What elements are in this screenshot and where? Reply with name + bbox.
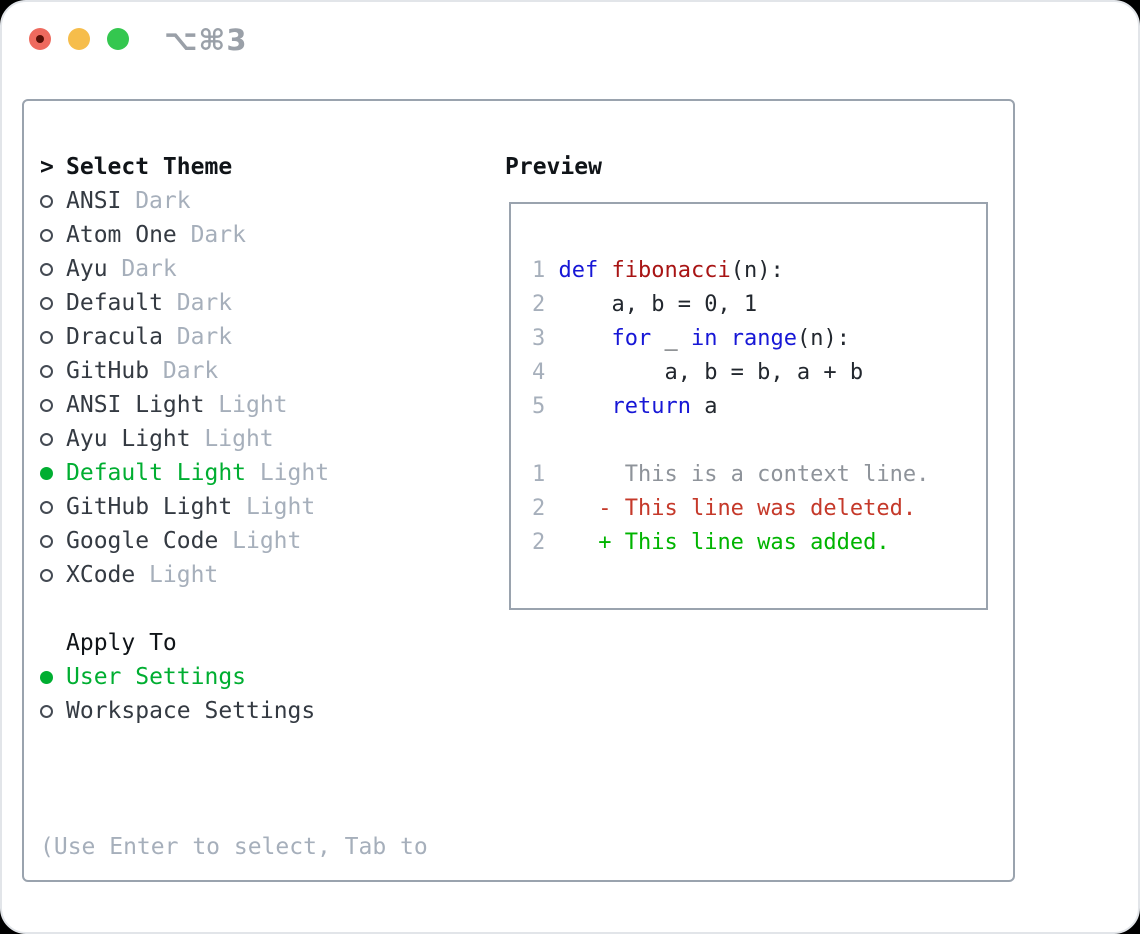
theme-variant-label: Light	[232, 528, 302, 554]
radio-icon	[40, 398, 53, 412]
zoom-button[interactable]	[107, 28, 129, 50]
theme-option[interactable]: Atom One Dark	[40, 218, 329, 252]
minimize-button[interactable]	[68, 28, 90, 50]
window-shortcut-label: ⌥⌘3	[164, 23, 248, 57]
code-line: 5 return a	[532, 394, 718, 419]
theme-variant-label: Light	[259, 460, 330, 486]
apply-to-title: Apply To	[66, 630, 177, 656]
radio-icon	[40, 534, 53, 548]
diff-line-context: 1 This is a context line.	[532, 462, 930, 487]
radio-icon	[40, 296, 53, 310]
apply-option[interactable]: Workspace Settings	[40, 694, 315, 728]
tui-frame	[22, 99, 1015, 882]
theme-variant-label: Light	[245, 494, 316, 520]
radio-selected-icon	[40, 466, 53, 480]
theme-variant-label: Light	[149, 562, 219, 588]
theme-variant-label: Dark	[121, 256, 177, 282]
option-label: ANSI Light	[66, 392, 205, 418]
theme-list-header: > Select Theme	[40, 150, 329, 184]
preview-pane: 1 def fibonacci(n): 2 a, b = 0, 1 3 for _ …	[509, 202, 988, 610]
theme-option[interactable]: GitHub Dark	[40, 354, 329, 388]
radio-icon	[40, 228, 53, 242]
option-label: User Settings	[66, 664, 247, 690]
radio-icon	[40, 330, 53, 344]
keyboard-hint: (Use Enter to select, Tab to change focu…	[40, 762, 428, 932]
radio-icon	[40, 500, 53, 514]
theme-option[interactable]: ANSI Light Light	[40, 388, 329, 422]
theme-option[interactable]: Default Light Light	[40, 456, 329, 490]
apply-to-header: Apply To	[40, 626, 315, 660]
theme-variant-label: Dark	[135, 188, 191, 214]
theme-option[interactable]: Ayu Dark	[40, 252, 329, 286]
close-button[interactable]	[29, 28, 51, 50]
option-label: ANSI	[66, 188, 122, 214]
code-line: 3 for _ in range(n):	[532, 326, 850, 351]
theme-variant-label: Dark	[162, 358, 219, 384]
blank-line	[532, 424, 986, 458]
theme-option[interactable]: Google Code Light	[40, 524, 329, 558]
code-line: 2 a, b = 0, 1	[532, 292, 758, 317]
radio-selected-icon	[40, 670, 53, 684]
radio-icon	[40, 432, 53, 446]
theme-list-title: Select Theme	[66, 154, 233, 180]
theme-variant-label: Dark	[176, 324, 233, 350]
diff-line-added: 2 + This line was added.	[532, 530, 890, 555]
option-label: GitHub Light	[66, 494, 233, 520]
option-label: Ayu Light	[66, 426, 191, 452]
radio-icon	[40, 262, 53, 276]
radio-icon	[40, 194, 53, 208]
theme-variant-label: Dark	[190, 222, 246, 248]
option-label: Workspace Settings	[66, 698, 316, 724]
theme-variant-label: Light	[218, 392, 288, 418]
theme-variant-label: Dark	[176, 290, 233, 316]
theme-option[interactable]: Dracula Dark	[40, 320, 329, 354]
code-line: 1 def fibonacci(n):	[532, 258, 784, 283]
option-label: Google Code	[66, 528, 219, 554]
theme-option[interactable]: Ayu Light Light	[40, 422, 329, 456]
option-label: GitHub	[66, 358, 150, 384]
theme-option[interactable]: XCode Light	[40, 558, 329, 592]
theme-option[interactable]: GitHub Light Light	[40, 490, 329, 524]
option-label: Default Light	[66, 460, 247, 486]
option-label: Ayu	[66, 256, 108, 282]
code-line: 4 a, b = b, a + b	[532, 360, 864, 385]
theme-option[interactable]: Default Dark	[40, 286, 329, 320]
hint-line-1: (Use Enter to select, Tab to	[40, 834, 428, 860]
option-label: XCode	[66, 562, 136, 588]
preview-title: Preview	[505, 154, 602, 180]
diff-line-deleted: 2 - This line was deleted.	[532, 496, 917, 521]
option-label: Atom One	[66, 222, 177, 248]
radio-icon	[40, 568, 53, 582]
option-label: Dracula	[66, 324, 163, 350]
apply-option[interactable]: User Settings	[40, 660, 315, 694]
radio-icon	[40, 704, 53, 718]
prompt-icon: >	[40, 154, 54, 180]
radio-icon	[40, 364, 53, 378]
theme-option[interactable]: ANSI Dark	[40, 184, 329, 218]
theme-variant-label: Light	[204, 426, 274, 452]
option-label: Default	[66, 290, 163, 316]
